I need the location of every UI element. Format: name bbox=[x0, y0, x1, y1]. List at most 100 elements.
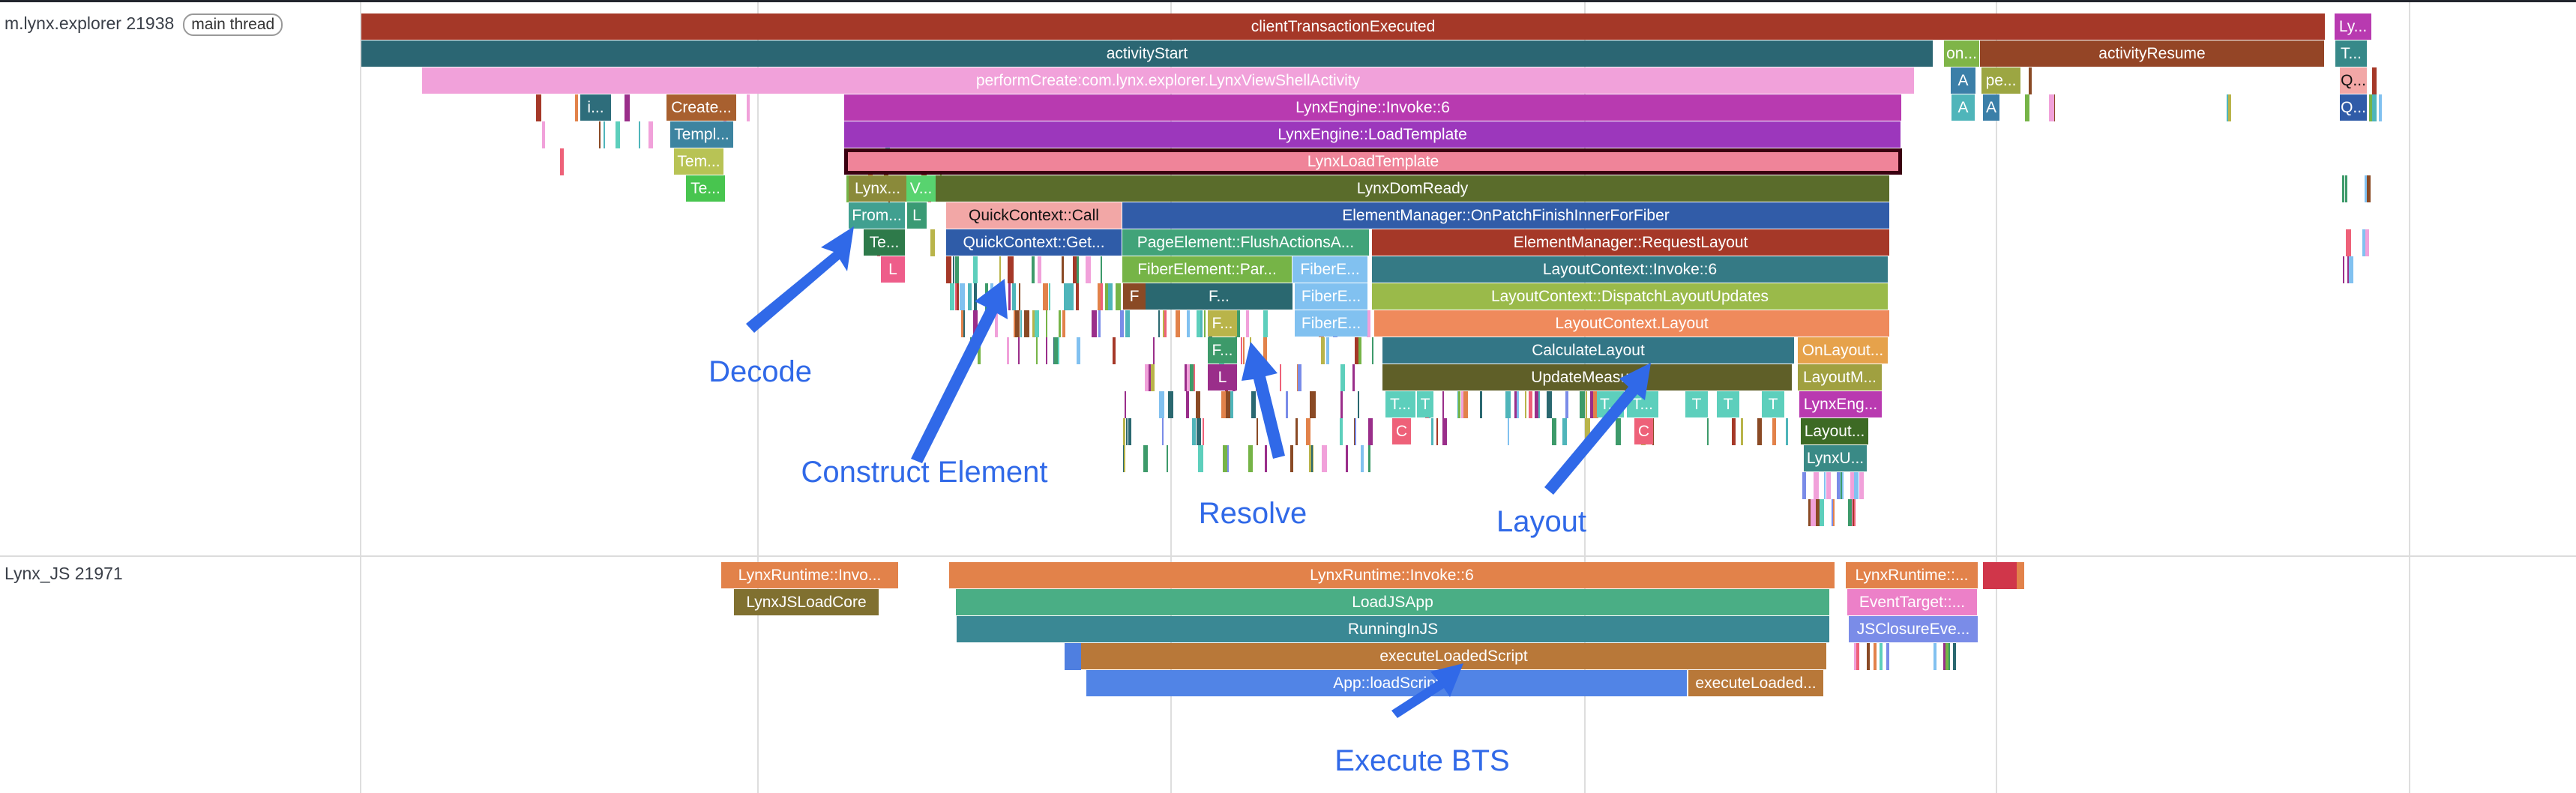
main-slice[interactable]: i... bbox=[580, 94, 611, 121]
minor-slice bbox=[1436, 418, 1438, 445]
main-slice[interactable]: LynxEngine::LoadTemplate bbox=[844, 121, 1901, 148]
main-slice[interactable]: ElementManager::RequestLayout bbox=[1372, 229, 1889, 256]
minor-slice bbox=[955, 256, 959, 283]
minor-slice bbox=[1874, 643, 1877, 670]
main-slice[interactable]: LynxEngine::Invoke::6 bbox=[844, 94, 1901, 121]
main-slice[interactable]: QuickContext::Get... bbox=[946, 229, 1122, 256]
main-slice[interactable]: T... bbox=[2335, 40, 2367, 67]
main-slice[interactable]: T bbox=[1717, 391, 1739, 417]
main-slice[interactable]: C bbox=[1392, 418, 1411, 444]
main-slice[interactable]: Lynx... bbox=[849, 175, 906, 202]
js-track-label[interactable]: Lynx_JS 21971 bbox=[4, 564, 123, 584]
main-slice[interactable]: LayoutContext.Layout bbox=[1374, 310, 1889, 337]
main-slice[interactable]: T bbox=[1417, 391, 1433, 417]
js-slice[interactable]: RunningInJS bbox=[957, 616, 1829, 642]
main-slice[interactable]: Ly... bbox=[2335, 13, 2371, 40]
main-slice[interactable]: T... bbox=[1385, 391, 1415, 417]
main-slice[interactable]: A bbox=[1951, 67, 1975, 94]
minor-slice bbox=[1168, 391, 1173, 418]
minor-slice bbox=[1036, 337, 1038, 364]
js-slice[interactable]: executeLoadedScript bbox=[1081, 643, 1826, 669]
minor-slice bbox=[1355, 418, 1356, 445]
main-slice[interactable]: FiberElement::Par... bbox=[1122, 256, 1292, 283]
js-slice[interactable]: App::loadScript bbox=[1086, 670, 1687, 696]
main-slice[interactable]: Create... bbox=[666, 94, 736, 121]
js-slice[interactable]: LynxRuntime::Invoke::6 bbox=[949, 562, 1835, 588]
main-slice[interactable]: activityResume bbox=[1980, 40, 2324, 67]
main-slice[interactable]: LayoutContext::DispatchLayoutUpdates bbox=[1372, 283, 1888, 310]
main-slice[interactable]: PageElement::FlushActionsA... bbox=[1122, 229, 1369, 256]
minor-slice bbox=[560, 148, 564, 175]
main-slice[interactable]: on... bbox=[1944, 40, 1979, 67]
main-slice[interactable]: T bbox=[1762, 391, 1784, 417]
minor-slice bbox=[536, 94, 541, 121]
main-slice[interactable]: Q... bbox=[2340, 67, 2367, 94]
minor-slice bbox=[1203, 418, 1204, 445]
js-slice[interactable]: EventTarget::... bbox=[1847, 589, 1977, 615]
js-slice[interactable]: executeLoaded... bbox=[1688, 670, 1823, 696]
minor-slice bbox=[1832, 499, 1833, 526]
main-slice[interactable]: Templ... bbox=[670, 121, 733, 148]
main-slice[interactable]: activityStart bbox=[361, 40, 1933, 67]
minor-slice bbox=[1616, 418, 1621, 445]
main-slice[interactable]: Layout... bbox=[1801, 418, 1868, 444]
main-slice[interactable]: UpdateMeasure bbox=[1382, 364, 1792, 391]
minor-slice bbox=[1113, 337, 1116, 364]
main-slice[interactable]: LynxEng... bbox=[1799, 391, 1882, 417]
minor-slice bbox=[953, 256, 954, 283]
minor-slice bbox=[1167, 445, 1168, 472]
minor-slice bbox=[1945, 643, 1948, 670]
minor-slice bbox=[1280, 364, 1281, 391]
main-slice[interactable]: FiberE... bbox=[1292, 256, 1367, 283]
js-slice[interactable]: LynxRuntime::... bbox=[1846, 562, 1978, 588]
minor-slice bbox=[1322, 445, 1327, 472]
main-slice[interactable]: LayoutM... bbox=[1798, 364, 1882, 391]
minor-slice bbox=[1832, 499, 1835, 526]
main-slice[interactable]: pe... bbox=[1981, 67, 2020, 94]
js-slice[interactable]: LynxRuntime::Invo... bbox=[721, 562, 898, 588]
main-slice[interactable]: L bbox=[1208, 364, 1237, 391]
main-slice[interactable]: C bbox=[1634, 418, 1653, 444]
minor-slice bbox=[1547, 391, 1552, 418]
minor-slice bbox=[1505, 391, 1511, 418]
js-slice[interactable]: LoadJSApp bbox=[956, 589, 1829, 615]
main-slice[interactable]: LynxU... bbox=[1804, 445, 1867, 471]
main-slice[interactable]: Te... bbox=[686, 175, 725, 202]
minor-slice bbox=[616, 121, 620, 148]
js-slice[interactable]: JSClosureEve... bbox=[1849, 616, 1978, 642]
main-slice[interactable]: F... bbox=[1146, 283, 1292, 310]
main-slice[interactable]: F... bbox=[1208, 337, 1237, 364]
main-slice[interactable]: QuickContext::Call bbox=[946, 202, 1122, 229]
main-slice[interactable]: LynxDomReady bbox=[936, 175, 1889, 202]
main-slice[interactable]: Tem... bbox=[674, 148, 723, 175]
main-slice[interactable]: L bbox=[907, 202, 927, 229]
minor-slice bbox=[1368, 445, 1370, 472]
minor-slice bbox=[1054, 337, 1058, 364]
main-slice[interactable]: T bbox=[1685, 391, 1708, 417]
minor-slice bbox=[1153, 337, 1155, 364]
main-slice[interactable]: A bbox=[1951, 94, 1975, 121]
main-slice[interactable]: L bbox=[881, 256, 905, 283]
main-slice[interactable]: FiberE... bbox=[1295, 283, 1367, 310]
main-slice[interactable]: performCreate:com.lynx.explorer.LynxView… bbox=[422, 67, 1914, 94]
main-slice[interactable]: A bbox=[1983, 94, 1999, 121]
main-slice[interactable]: From... bbox=[849, 202, 905, 229]
main-slice[interactable]: clientTransactionExecuted bbox=[361, 13, 2325, 40]
main-slice[interactable]: F bbox=[1123, 283, 1146, 310]
main-slice[interactable]: LayoutContext::Invoke::6 bbox=[1372, 256, 1888, 283]
main-slice[interactable]: F... bbox=[1208, 310, 1237, 337]
minor-slice bbox=[1019, 283, 1020, 310]
minor-slice bbox=[1185, 364, 1187, 391]
main-slice[interactable]: CalculateLayout bbox=[1382, 337, 1794, 364]
arrow-icon bbox=[1242, 342, 1285, 459]
main-slice[interactable]: FiberE... bbox=[1295, 310, 1367, 337]
main-slice[interactable]: LynxLoadTemplate bbox=[844, 148, 1902, 175]
main-slice[interactable]: ElementManager::OnPatchFinishInnerForFib… bbox=[1122, 202, 1889, 229]
js-slice[interactable]: LynxJSLoadCore bbox=[734, 589, 879, 615]
main-slice[interactable]: OnLayout... bbox=[1798, 337, 1888, 364]
main-slice[interactable]: V... bbox=[906, 175, 936, 202]
main-slice[interactable]: Q... bbox=[2340, 94, 2367, 121]
main-slice[interactable]: Te... bbox=[864, 229, 905, 256]
minor-slice bbox=[1310, 391, 1315, 418]
